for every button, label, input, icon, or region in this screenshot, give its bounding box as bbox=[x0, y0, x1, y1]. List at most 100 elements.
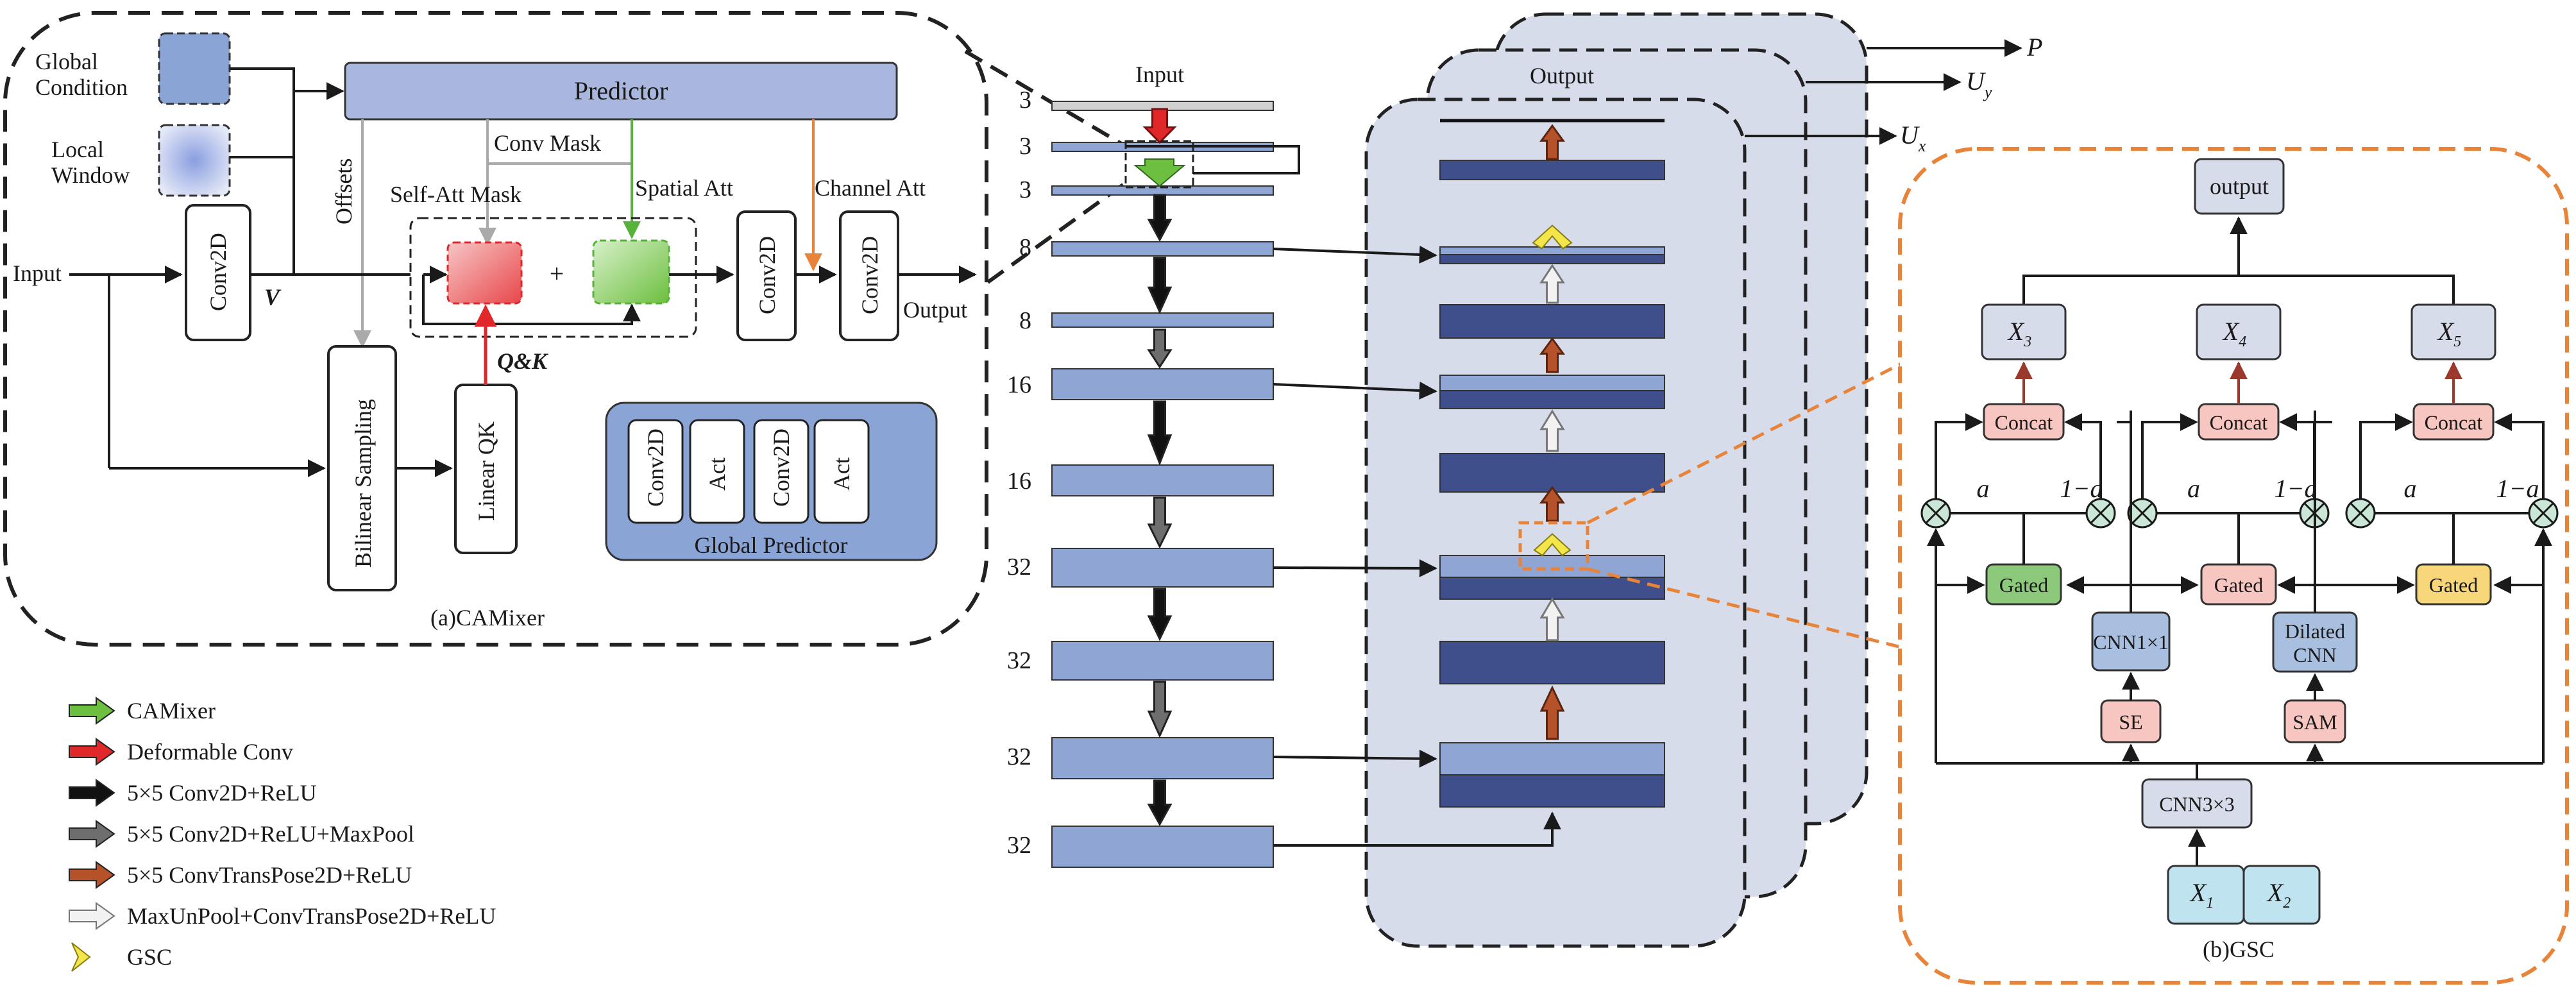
camixer-caption: (a)CAMixer bbox=[430, 605, 545, 631]
channel-label-7: 16 bbox=[1007, 468, 1031, 495]
conv-relu-arrow-4 bbox=[1147, 588, 1173, 641]
gsc-x-top-label-3: X3 bbox=[2007, 317, 2031, 350]
mult-left-to-concat-3 bbox=[2359, 413, 2413, 499]
bilinear-sampling-label: Bilinear Sampling bbox=[350, 399, 376, 568]
decoder-stack bbox=[1273, 119, 1665, 847]
encoder-bar-2 bbox=[1051, 312, 1274, 328]
legend-label-7: GSC bbox=[127, 944, 172, 970]
self-attention-box bbox=[446, 241, 523, 305]
gsc-zoom-line-top bbox=[1586, 360, 1905, 525]
gsc-concat-2-label: Concat bbox=[2210, 411, 2268, 434]
conv-mask-label: Conv Mask bbox=[494, 130, 601, 156]
global-predictor-title: Global Predictor bbox=[695, 532, 848, 558]
gsc-concat-1-label: Concat bbox=[1995, 411, 2053, 434]
linear-qk-label: Linear QK bbox=[473, 421, 499, 521]
gsc-zoom-box bbox=[1518, 521, 1589, 571]
gp-block-2 bbox=[689, 419, 745, 524]
offsets-label: Offsets bbox=[331, 158, 357, 225]
local-window-line1: Local bbox=[51, 137, 104, 162]
legend-label-3: 5×5 Conv2D+ReLU bbox=[127, 780, 317, 806]
alpha-label-2: a bbox=[2187, 474, 2200, 503]
gsc-chevron-1 bbox=[1532, 225, 1573, 250]
decoder-bar-5 bbox=[1439, 453, 1665, 493]
spatial-att-label: Spatial Att bbox=[635, 175, 733, 201]
camixer-arrow bbox=[1133, 158, 1186, 187]
gsc-gated-1-label: Gated bbox=[1999, 573, 2048, 597]
chevron-icon bbox=[71, 942, 91, 972]
decoder-bar-6a bbox=[1439, 555, 1665, 578]
gp-block-label-2: Act bbox=[704, 457, 730, 491]
white-arrow-icon bbox=[69, 902, 115, 930]
gsc-mult-right-1-cross bbox=[2090, 502, 2112, 524]
encoder-bar-4 bbox=[1051, 464, 1274, 496]
deformable-conv-arrow bbox=[1142, 108, 1177, 144]
gsc-sam-label: SAM bbox=[2292, 711, 2337, 734]
maxpool-arrow-2 bbox=[1147, 496, 1173, 549]
conv-relu-arrow-1 bbox=[1147, 194, 1173, 242]
camixer-input-label: Input bbox=[13, 260, 62, 286]
one-minus-alpha-label-3: 1−a bbox=[2496, 474, 2539, 503]
gsc-output-box-label: output bbox=[2210, 174, 2269, 199]
channel-label-10: 32 bbox=[1007, 743, 1031, 770]
red-arrow-icon bbox=[69, 738, 115, 766]
bottleneck-line bbox=[1273, 811, 1561, 847]
p-label: P bbox=[2026, 33, 2042, 62]
gp-block-1 bbox=[627, 419, 684, 524]
gsc-cnn1x1-label: CNN1×1 bbox=[2093, 631, 2169, 654]
camixer-panel: Global Condition Local Window Predictor … bbox=[3, 11, 1127, 647]
gsc-mult-left-2-cross bbox=[2131, 502, 2153, 524]
zoom-line-bottom bbox=[987, 181, 1127, 284]
zoom-line-top bbox=[964, 49, 1127, 148]
gsc-chevron-2 bbox=[1533, 533, 1572, 557]
orange-arrow-icon bbox=[69, 861, 115, 889]
gp-block-3 bbox=[753, 419, 809, 524]
network-output-label: Output bbox=[1530, 63, 1594, 89]
maxpool-arrow-1 bbox=[1147, 328, 1173, 369]
gsc-x-top-4 bbox=[2196, 303, 2282, 360]
gsc-x-top-5 bbox=[2411, 303, 2496, 360]
channel-label-2: 3 bbox=[1019, 133, 1031, 160]
decoder-bar-7 bbox=[1439, 641, 1665, 684]
conv-relu-arrow-3 bbox=[1147, 400, 1173, 466]
black-arrow-icon bbox=[69, 779, 115, 807]
channel-label-9: 32 bbox=[1007, 647, 1031, 674]
gsc-zoom-line-bottom bbox=[1587, 567, 1904, 650]
transpose-arrow-2 bbox=[1539, 337, 1565, 373]
conv-relu-arrow-5 bbox=[1147, 779, 1173, 827]
decoder-bar-2b bbox=[1439, 254, 1665, 264]
global-condition-label: Global Condition bbox=[35, 49, 128, 100]
channel-label-5: 8 bbox=[1019, 307, 1031, 334]
channel-label-6: 16 bbox=[1007, 371, 1031, 398]
mult-left-to-concat-1 bbox=[1935, 413, 1983, 499]
plus-sign: + bbox=[550, 259, 564, 288]
gsc-x2 bbox=[2242, 865, 2321, 925]
cond-merge-line bbox=[230, 67, 295, 158]
green-arrow-icon bbox=[69, 697, 115, 725]
decoder-bar-1 bbox=[1439, 160, 1665, 180]
one-minus-alpha-label-2: 1−a bbox=[2275, 474, 2318, 503]
camixer-border bbox=[3, 11, 988, 647]
gsc-mult-left-1-cross bbox=[1925, 502, 1947, 524]
decoder-bar-4a bbox=[1439, 375, 1665, 391]
network-input-label: Input bbox=[1135, 62, 1184, 87]
mult-right-to-concat-3 bbox=[2494, 413, 2545, 499]
local-window-line2: Window bbox=[51, 162, 130, 188]
gsc-gated-3-label: Gated bbox=[2429, 573, 2478, 597]
channel-label-11: 32 bbox=[1007, 832, 1031, 859]
camixer-loop-line bbox=[1126, 145, 1300, 174]
global-condition-line2: Condition bbox=[35, 74, 128, 100]
conv2d-v-label: Conv2D bbox=[205, 233, 231, 311]
spatial-attention-box bbox=[592, 239, 670, 305]
global-condition-line1: Global bbox=[35, 49, 98, 74]
encoder-bar-5 bbox=[1051, 548, 1274, 588]
global-condition-box bbox=[158, 32, 231, 105]
conv-relu-arrow-2 bbox=[1147, 257, 1173, 314]
channel-label-3: 3 bbox=[1019, 176, 1031, 203]
gsc-mult-right-3-cross bbox=[2532, 502, 2554, 524]
